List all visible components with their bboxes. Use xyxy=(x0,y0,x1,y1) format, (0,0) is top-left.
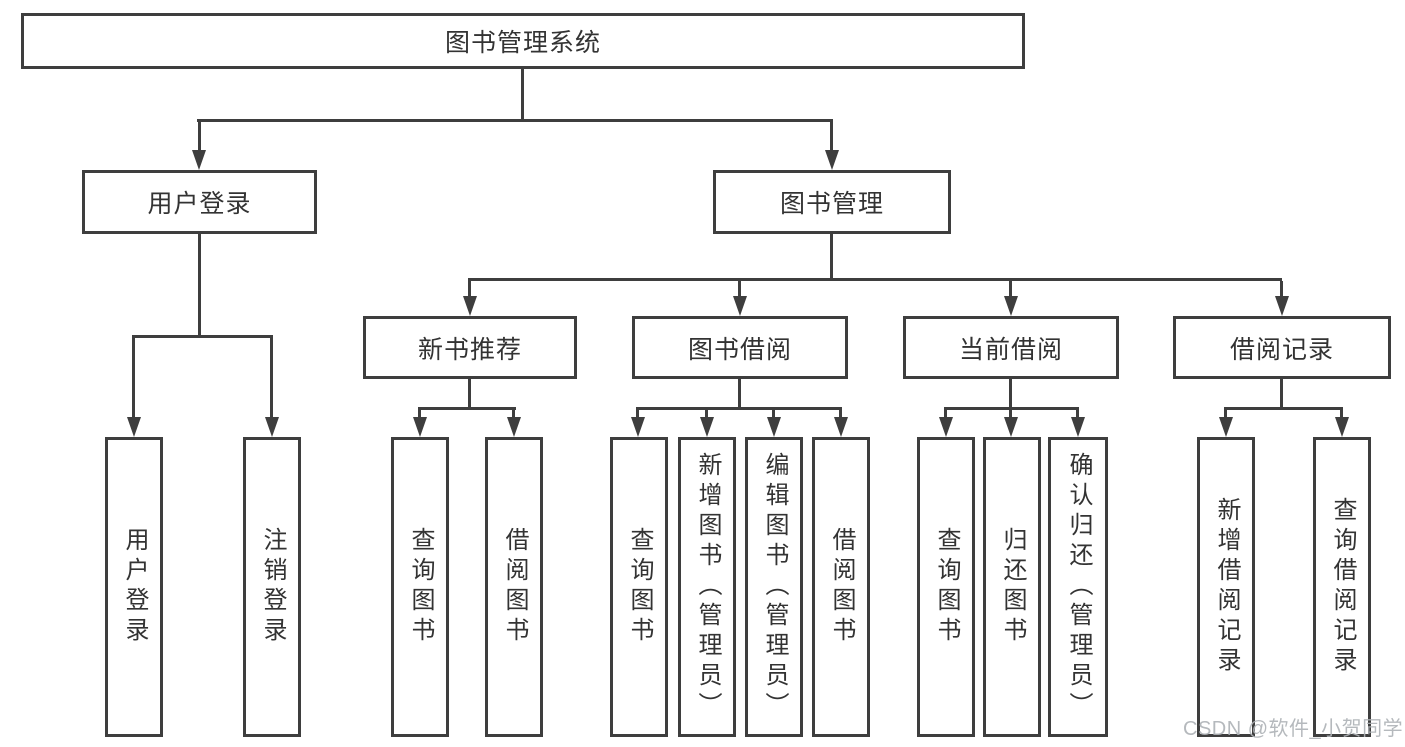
arrow-down-icon xyxy=(1004,417,1018,437)
node-borrow-books-recommend: 借阅图书 xyxy=(485,437,543,737)
arrow-down-icon xyxy=(631,417,645,437)
arrow-down-icon xyxy=(1004,296,1018,316)
connector-line xyxy=(705,410,708,418)
connector-line xyxy=(1009,410,1012,418)
arrow-down-icon xyxy=(825,150,839,170)
arrow-down-icon xyxy=(127,417,141,437)
arrow-down-icon xyxy=(192,150,206,170)
connector-line xyxy=(1280,379,1283,407)
arrow-down-icon xyxy=(1071,417,1085,437)
arrow-down-icon xyxy=(700,417,714,437)
connector-line xyxy=(132,338,135,417)
connector-line xyxy=(198,234,201,335)
arrow-down-icon xyxy=(1219,417,1233,437)
node-new-book-recommendation: 新书推荐 xyxy=(363,316,577,379)
node-book-borrowing: 图书借阅 xyxy=(632,316,848,379)
connector-line xyxy=(944,407,1079,410)
connector-line xyxy=(270,338,273,417)
connector-line xyxy=(830,234,833,278)
node-user-login-leaf: 用户登录 xyxy=(105,437,163,737)
arrow-down-icon xyxy=(939,417,953,437)
arrow-down-icon xyxy=(265,417,279,437)
node-query-books-borrowing: 查询图书 xyxy=(610,437,668,737)
connector-line xyxy=(636,407,842,410)
connector-line xyxy=(1224,410,1227,418)
node-library-management-system: 图书管理系统 xyxy=(21,13,1025,69)
node-add-book-admin: 新增图书（管理员） xyxy=(678,437,736,737)
connector-line xyxy=(636,410,639,418)
node-logout: 注销登录 xyxy=(243,437,301,737)
node-borrowing-records: 借阅记录 xyxy=(1173,316,1391,379)
connector-line xyxy=(1224,407,1343,410)
connector-line xyxy=(738,281,741,296)
connector-line xyxy=(738,379,741,407)
connector-line xyxy=(418,407,516,410)
connector-line xyxy=(1340,410,1343,418)
connector-line xyxy=(468,278,1282,281)
connector-line xyxy=(839,410,842,418)
connector-line xyxy=(132,335,273,338)
connector-line xyxy=(468,379,471,407)
connector-line xyxy=(198,122,201,150)
node-return-book: 归还图书 xyxy=(983,437,1041,737)
node-book-management: 图书管理 xyxy=(713,170,951,234)
connector-line xyxy=(1009,281,1012,296)
node-query-books-recommend: 查询图书 xyxy=(391,437,449,737)
connector-line xyxy=(418,410,421,418)
node-query-books-current: 查询图书 xyxy=(917,437,975,737)
arrow-down-icon xyxy=(413,417,427,437)
node-edit-book-admin: 编辑图书（管理员） xyxy=(745,437,803,737)
connector-line xyxy=(1280,281,1283,296)
node-current-borrowing: 当前借阅 xyxy=(903,316,1119,379)
arrow-down-icon xyxy=(1335,417,1349,437)
node-borrow-books-leaf: 借阅图书 xyxy=(812,437,870,737)
arrow-down-icon xyxy=(733,296,747,316)
connector-line xyxy=(521,69,524,119)
node-confirm-return-admin: 确认归还（管理员） xyxy=(1048,437,1108,737)
arrow-down-icon xyxy=(463,296,477,316)
node-query-borrow-record: 查询借阅记录 xyxy=(1313,437,1371,737)
connector-line xyxy=(830,122,833,150)
arrow-down-icon xyxy=(834,417,848,437)
node-add-borrow-record: 新增借阅记录 xyxy=(1197,437,1255,737)
connector-line xyxy=(1009,379,1012,407)
connector-line xyxy=(944,410,947,418)
connector-line xyxy=(468,281,471,296)
connector-line xyxy=(772,410,775,418)
node-user-login: 用户登录 xyxy=(82,170,317,234)
connector-line xyxy=(1076,410,1079,418)
arrow-down-icon xyxy=(507,417,521,437)
arrow-down-icon xyxy=(767,417,781,437)
watermark: CSDN @软件_小贺同学 xyxy=(1183,718,1404,740)
arrow-down-icon xyxy=(1275,296,1289,316)
connector-line xyxy=(197,119,833,122)
connector-line xyxy=(512,410,515,418)
